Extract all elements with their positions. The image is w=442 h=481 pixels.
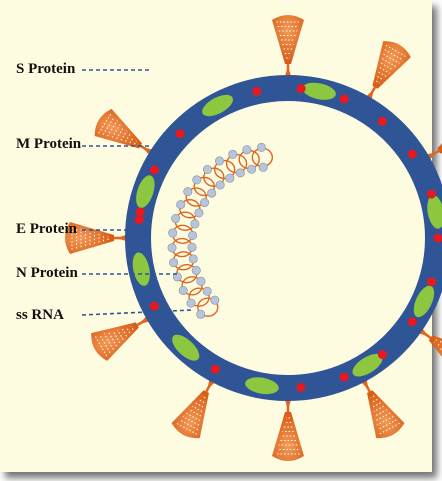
rna-coil bbox=[213, 159, 236, 180]
membrane-protein bbox=[136, 175, 155, 209]
envelope-protein bbox=[377, 116, 387, 126]
envelope-protein bbox=[296, 382, 306, 392]
nucleocapsid-bead bbox=[190, 219, 200, 229]
membrane-protein bbox=[413, 285, 435, 318]
rna-coil bbox=[185, 187, 207, 207]
envelope-protein bbox=[134, 215, 144, 225]
nucleocapsid-bead bbox=[196, 309, 206, 319]
nucleocapsid-bead bbox=[191, 265, 201, 275]
leader-lines bbox=[81, 69, 193, 316]
leader-line bbox=[81, 309, 193, 316]
nucleocapsid-bead bbox=[167, 243, 177, 253]
label-m-protein: M Protein bbox=[16, 136, 82, 152]
nucleocapsid-bead bbox=[228, 149, 238, 159]
spike-layer bbox=[65, 15, 442, 461]
nucleocapsid-bead bbox=[188, 254, 198, 264]
nucleocapsid-bead bbox=[169, 258, 179, 268]
label-n-protein: N Protein bbox=[16, 265, 78, 281]
envelope-protein bbox=[175, 129, 185, 139]
envelope-protein bbox=[339, 372, 349, 382]
envelope-protein bbox=[252, 86, 262, 96]
nucleocapsid-bead bbox=[207, 188, 217, 198]
envelope-protein bbox=[149, 165, 159, 175]
nucleocapsid-bead bbox=[256, 142, 266, 152]
membrane-protein-layer bbox=[132, 82, 442, 395]
envelope-protein bbox=[149, 301, 159, 311]
membrane-protein bbox=[172, 334, 200, 361]
nucleocapsid-bead bbox=[192, 175, 202, 185]
nucleocapsid-bead bbox=[188, 230, 198, 240]
rna-coil bbox=[181, 276, 203, 296]
spike-protein bbox=[361, 378, 405, 439]
membrane-protein bbox=[302, 82, 336, 100]
envelope-protein bbox=[135, 207, 145, 217]
nucleocapsid-bead bbox=[196, 276, 206, 286]
membrane-protein bbox=[245, 377, 279, 395]
envelope-protein bbox=[296, 84, 306, 94]
spike-protein bbox=[91, 316, 151, 361]
nucleocapsid-bead bbox=[172, 272, 182, 282]
nucleocapsid-bead bbox=[171, 214, 181, 224]
nucleocapsid-bead bbox=[187, 242, 197, 252]
spike-protein bbox=[272, 15, 304, 78]
nucleocapsid-bead bbox=[235, 168, 245, 178]
label-s-protein: S Protein bbox=[16, 61, 76, 77]
nucleocapsid-bead bbox=[194, 208, 204, 218]
label-ss-rna: ss RNA bbox=[16, 307, 64, 323]
envelope-protein bbox=[426, 277, 436, 287]
nucleocapsid-bead bbox=[202, 165, 212, 175]
nucleocapsid-bead bbox=[215, 180, 225, 190]
envelope-protein bbox=[377, 350, 387, 360]
envelope-protein bbox=[339, 94, 349, 104]
rna-coil bbox=[193, 176, 215, 197]
membrane-protein bbox=[427, 195, 442, 229]
nucleocapsid-bead bbox=[183, 187, 193, 197]
nucleocapsid-bead bbox=[210, 295, 220, 305]
nucleocapsid-bead bbox=[186, 298, 196, 308]
membrane-protein bbox=[352, 353, 383, 377]
envelope-protein bbox=[426, 189, 436, 199]
rna-coil bbox=[197, 297, 219, 317]
nucleocapsid-bead bbox=[168, 228, 178, 238]
nucleocapsid-bead bbox=[242, 145, 252, 155]
nucleocapsid-bead bbox=[258, 162, 268, 172]
label-e-protein: E Protein bbox=[16, 221, 77, 237]
nucleocapsid-bead bbox=[225, 173, 235, 183]
nucleocapsid-bead bbox=[178, 286, 188, 296]
membrane-protein bbox=[202, 94, 234, 117]
rna-coil bbox=[188, 287, 210, 307]
nucleocapsid-bead bbox=[200, 198, 210, 208]
envelope-protein bbox=[407, 317, 417, 327]
envelope-protein bbox=[210, 364, 220, 374]
spike-protein bbox=[272, 398, 304, 461]
envelope-protein bbox=[407, 149, 417, 159]
envelope-protein bbox=[433, 233, 442, 243]
membrane-protein bbox=[132, 252, 150, 286]
nucleocapsid-bead bbox=[247, 164, 257, 174]
nucleocapsid-bead bbox=[202, 286, 212, 296]
envelope-protein-layer bbox=[134, 84, 442, 392]
nucleocapsid-bead bbox=[176, 200, 186, 210]
rna-helix bbox=[167, 142, 274, 319]
nucleocapsid-bead bbox=[215, 156, 225, 166]
